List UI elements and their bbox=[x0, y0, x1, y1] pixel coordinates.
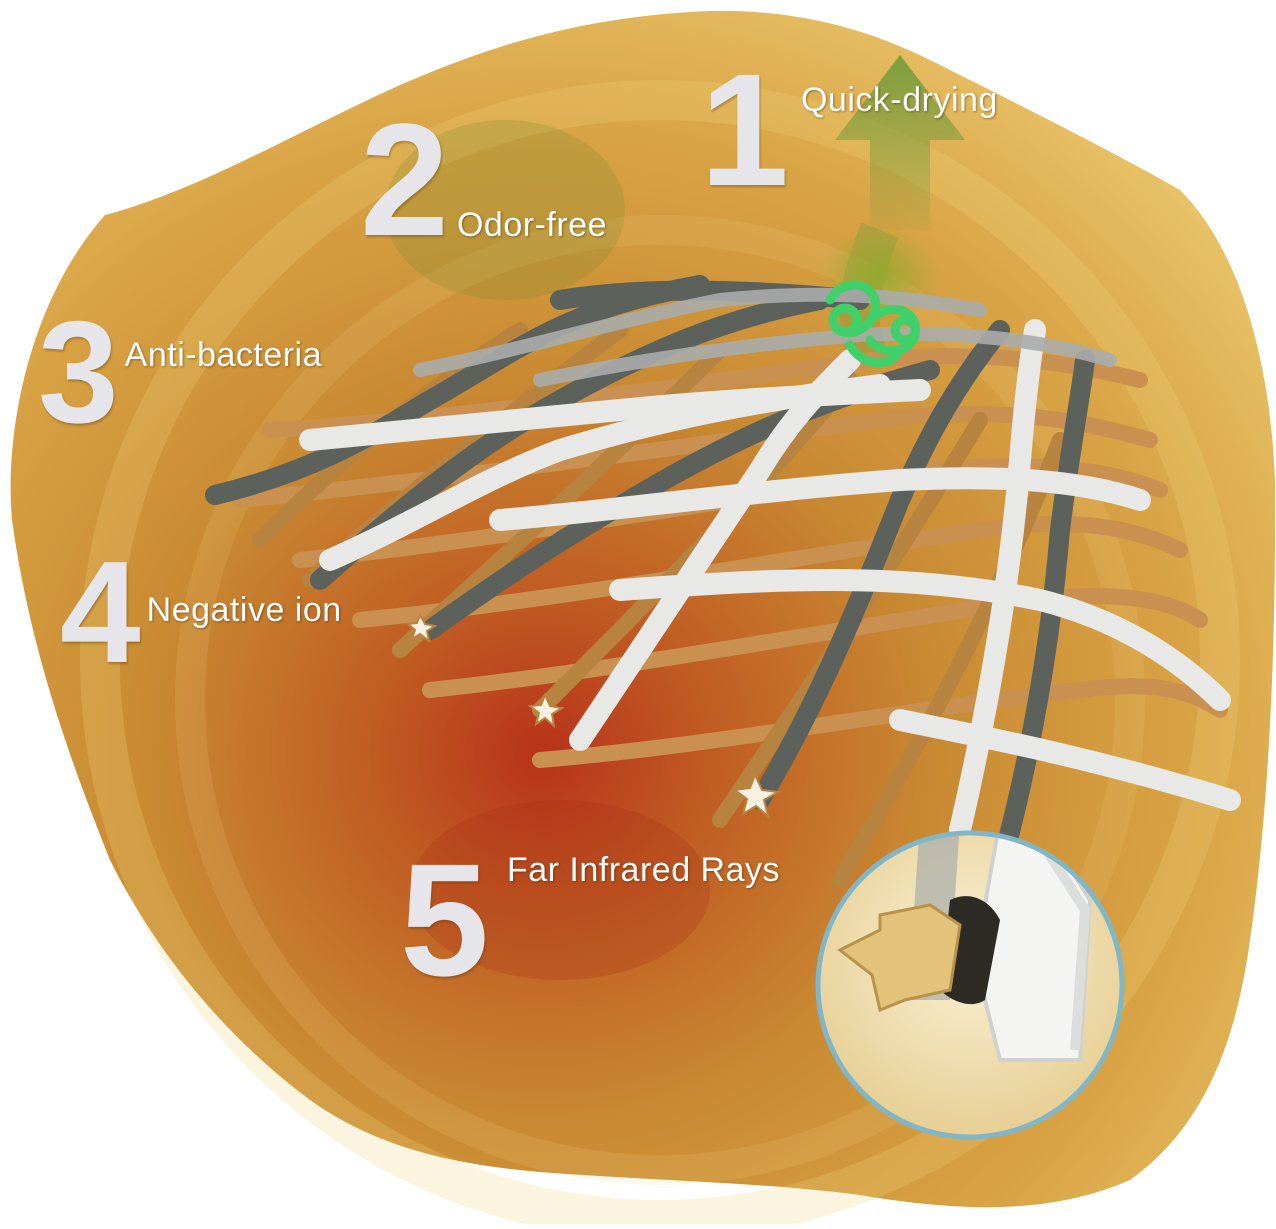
molecule-icon bbox=[825, 280, 920, 368]
feature-label: Negative ion bbox=[146, 590, 342, 629]
feature-negative-ion: 4 Negative ion bbox=[60, 540, 342, 685]
feature-quick-drying: 1 Quick-drying bbox=[700, 50, 998, 210]
feature-label: Anti-bacteria bbox=[124, 335, 323, 374]
fiber-cross-section-icon bbox=[405, 612, 782, 819]
feature-label: Odor-free bbox=[456, 205, 607, 244]
feature-number: 3 bbox=[38, 291, 119, 453]
swirl-ring bbox=[80, 80, 1240, 1229]
feature-label: Quick-drying bbox=[800, 80, 998, 119]
woven-fabric bbox=[205, 275, 1241, 888]
feature-odor-free: 2 Odor-free bbox=[360, 100, 607, 260]
feature-anti-bacteria: 3 Anti-bacteria bbox=[38, 300, 322, 445]
feature-number: 1 bbox=[700, 40, 789, 219]
feature-number: 5 bbox=[400, 830, 489, 1009]
magnifier-lens bbox=[815, 830, 1125, 1140]
feature-number: 2 bbox=[360, 90, 449, 269]
feature-far-infrared-rays: 5 Far Infrared Rays bbox=[400, 840, 780, 1000]
feature-label: Far Infrared Rays bbox=[506, 850, 781, 889]
feature-number: 4 bbox=[60, 531, 141, 693]
